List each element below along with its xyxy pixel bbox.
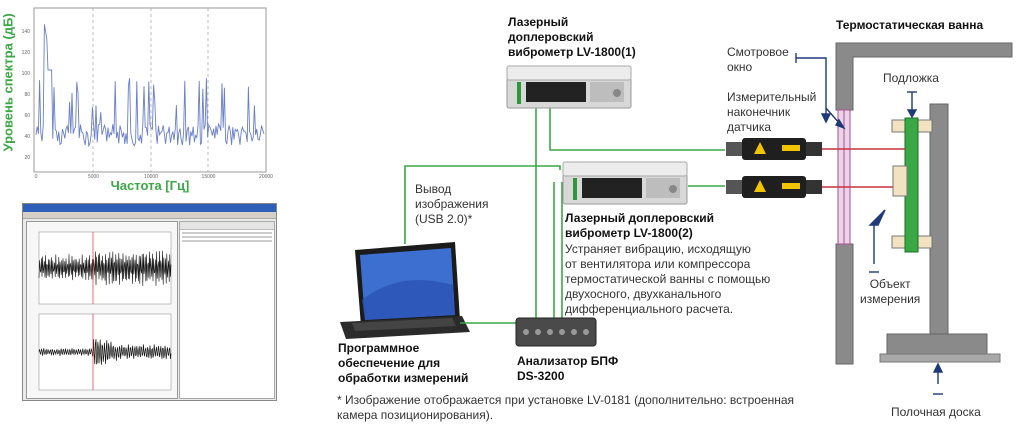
- waveform-plots: [38, 231, 172, 391]
- probe-label: Измерительный наконечник датчика: [727, 90, 817, 134]
- spectrum-x-ticks: 0 5000 10000 15000 20000: [35, 174, 274, 180]
- vibrometer-lv1800-1: [506, 65, 632, 109]
- spectrum-x-tick-label: 10000: [144, 174, 158, 180]
- shelf-base: [886, 333, 988, 357]
- lv1-to-head1-line: [549, 105, 725, 151]
- lv1800-2-description: Устраняет вибрацию, исходящую от вентиля…: [565, 242, 771, 316]
- spectrum-y-tick-label: 80: [24, 92, 30, 98]
- spectrum-x-tick-label: 5000: [88, 174, 99, 180]
- video-output-label: Вывод изображения (USB 2.0)*: [415, 182, 489, 226]
- spectrum-x-tick-label: 0: [35, 174, 38, 180]
- spectrum-y-tick-label: 60: [24, 113, 30, 119]
- spectrum-y-tick-label: 40: [24, 134, 30, 140]
- spectrum-x-axis-label: Частота [Гц]: [110, 178, 190, 193]
- window-side-panel: [179, 221, 275, 399]
- footnote: * Изображение отображается при установке…: [337, 393, 795, 422]
- substrate-label: Подложка: [883, 71, 939, 85]
- usb-line: [404, 165, 561, 244]
- laptop-image: [340, 242, 470, 339]
- spectrum-y-tick-label: 20: [24, 155, 30, 161]
- spectrum-chart: 140 120 100 80 60 40 20 0 5000 10000 15000 20000: [22, 7, 274, 180]
- spectrum-y-ticks: 140 120 100 80 60 40 20: [22, 29, 31, 161]
- spectrum-x-tick-label: 15000: [202, 174, 216, 180]
- spectrum-signal-line: [35, 24, 265, 148]
- spectrum-y-tick-label: 100: [22, 71, 31, 77]
- spectrum-y-axis-label: Уровень спектра (дБ): [0, 13, 16, 152]
- lv1800-2-label: Лазерный доплеровский виброметр LV-1800(…: [565, 211, 715, 240]
- pointer-arrows: [795, 53, 944, 395]
- window-menubar: [23, 212, 276, 219]
- thermostatic-bath-label: Термостатическая ванна: [836, 18, 984, 32]
- software-label: Программное обеспечение для обработки из…: [338, 341, 469, 385]
- measurement-object: [892, 165, 908, 197]
- bath-wall: [835, 42, 1013, 111]
- fft-analyzer-ds3200: [515, 317, 597, 347]
- bath-column: [929, 103, 949, 337]
- fft-analyzer-label: Анализатор БПФ DS-3200: [517, 354, 619, 383]
- spectrum-y-tick-label: 140: [22, 29, 31, 35]
- spectrum-x-tick-label: 20000: [259, 174, 273, 180]
- spectrum-y-tick-label: 120: [22, 50, 31, 56]
- shelf-board-label: Полочная доска: [891, 405, 981, 419]
- shelf-board: [879, 353, 1001, 363]
- connection-lines: [404, 105, 725, 324]
- sensor-head-1: [726, 138, 822, 160]
- vibrometer-lv1800-2: [562, 161, 688, 205]
- thermostatic-bath: [835, 42, 1013, 365]
- bath-wall-lower: [835, 243, 854, 365]
- sensor-head-2: [726, 176, 822, 198]
- window-titlebar: [23, 204, 276, 212]
- software-screenshot: [22, 203, 277, 401]
- lv1800-1-label: Лазерный доплеровский виброметр LV-1800(…: [508, 15, 636, 59]
- measurement-object-label: Объект измерения: [860, 277, 921, 306]
- laser-beams: [822, 148, 905, 188]
- viewing-window-label: Смотровое окно: [727, 45, 789, 74]
- spectrum-plot-frame: [33, 7, 267, 173]
